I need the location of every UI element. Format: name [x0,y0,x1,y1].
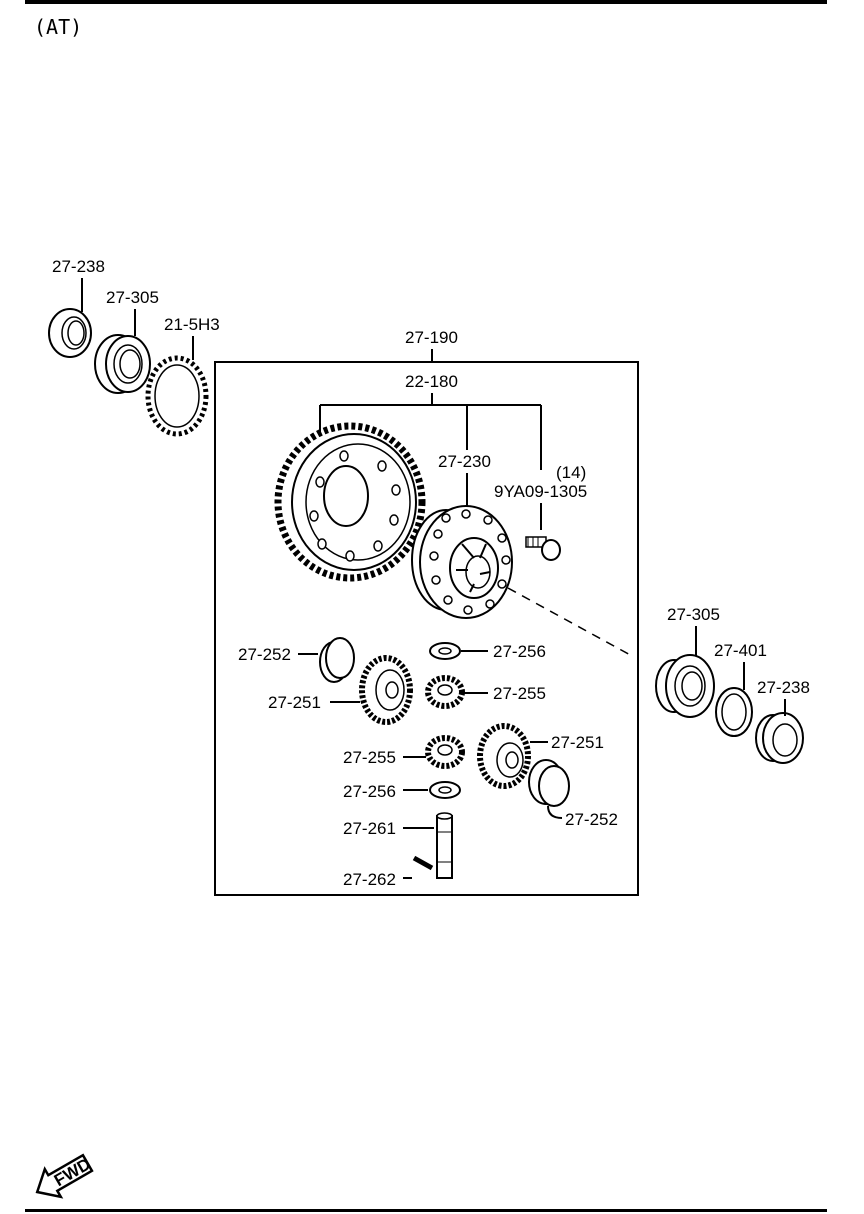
fwd-arrow-icon: FWD [35,1153,94,1199]
label-27-252-lower: 27-252 [565,810,618,829]
label-27-251-upper: 27-251 [268,693,321,712]
label-qty-14: (14) [556,463,586,482]
adjust-shim[interactable] [715,687,753,737]
axis-dashed-line [507,587,635,658]
label-27-305-left: 27-305 [106,288,159,307]
pinion-shaft[interactable] [436,812,453,879]
label-27-238-left: 27-238 [52,257,105,276]
bearing-left[interactable] [94,334,151,394]
label-27-252-upper: 27-252 [238,645,291,664]
side-gear-thrust-washer-upper[interactable] [319,637,355,683]
pinion-thrust-washer-lower[interactable] [429,781,461,799]
pinion-gear-upper[interactable] [425,675,465,709]
variant-header: (AT) [34,15,82,39]
fwd-label: FWD [51,1154,94,1190]
bearing-right[interactable] [655,654,715,718]
ring-gear[interactable] [274,422,426,582]
leader-22-180-bracket [319,393,542,470]
ring-gear-bolt[interactable] [525,536,561,561]
lock-pin[interactable] [412,855,434,871]
oil-seal-left[interactable] [48,308,92,358]
label-27-401: 27-401 [714,641,767,660]
top-rule [25,0,827,4]
speedo-drive-gear[interactable] [145,355,209,437]
side-gear-upper[interactable] [359,655,413,725]
label-27-256-upper: 27-256 [493,642,546,661]
pinion-gear-lower[interactable] [425,735,465,769]
label-27-262: 27-262 [343,870,396,889]
leader-27-252-lower [547,805,563,819]
differential-case[interactable] [411,505,513,619]
label-22-180: 22-180 [405,372,458,391]
label-27-238-right: 27-238 [757,678,810,697]
side-gear-lower[interactable] [477,723,531,789]
label-27-251-lower: 27-251 [551,733,604,752]
label-27-305-right: 27-305 [667,605,720,624]
side-gear-thrust-washer-lower[interactable] [528,759,570,807]
label-27-261: 27-261 [343,819,396,838]
bottom-rule [25,1209,827,1212]
label-27-255-upper: 27-255 [493,684,546,703]
pinion-thrust-washer-upper[interactable] [429,642,461,660]
label-27-255-lower: 27-255 [343,748,396,767]
label-27-190: 27-190 [405,328,458,347]
label-27-230: 27-230 [438,452,491,471]
label-9ya09-1305: 9YA09-1305 [494,482,587,501]
label-27-256-lower: 27-256 [343,782,396,801]
label-21-5h3: 21-5H3 [164,315,220,334]
assembly-box [214,361,639,896]
oil-seal-right[interactable] [755,712,804,764]
